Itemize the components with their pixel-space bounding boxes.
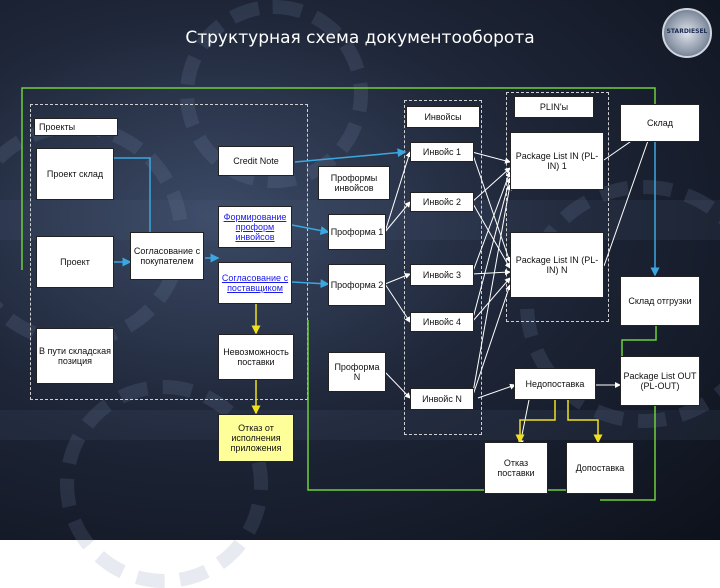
logo-emblem-icon: STARDIESEL: [662, 8, 712, 58]
proforma-2-box: Проформа 2: [328, 264, 386, 306]
package-list-in-n-box: Package List IN (PL-IN) N: [510, 232, 604, 298]
plins-label: PLIN'ы: [514, 96, 594, 118]
shipping-warehouse-box: Склад отгрузки: [620, 276, 700, 326]
invoice-4-box: Инвойс 4: [410, 312, 474, 332]
invoice-1-box: Инвойс 1: [410, 142, 474, 162]
region-invoices: [404, 100, 482, 435]
package-list-in-1-box: Package List IN (PL-IN) 1: [510, 132, 604, 190]
invoices-label: Инвойсы: [406, 106, 480, 128]
underdelivery-box: Недопоставка: [514, 368, 596, 400]
delivery-refusal-box: Отказ поставки: [484, 442, 548, 494]
invoice-2-box: Инвойс 2: [410, 192, 474, 212]
proforma-1-box: Проформа 1: [328, 214, 386, 250]
project-box: Проект: [36, 236, 114, 288]
proforma-n-box: Проформа N: [328, 352, 386, 392]
impossible-delivery-box: Невозможность поставки: [218, 334, 294, 380]
page-title: Структурная схема документооборота: [185, 28, 535, 48]
cyan-credit-line: [294, 148, 407, 163]
warehouse-box: Склад: [620, 104, 700, 142]
package-list-out-box: Package List OUT (PL-OUT): [620, 356, 700, 406]
additional-delivery-box: Допоставка: [566, 442, 634, 494]
green-loop-line: [21, 87, 660, 120]
cyan-form-line: [291, 224, 330, 235]
project-warehouse-box: Проект склад: [36, 148, 114, 200]
yellow-dopost-line: [567, 395, 603, 444]
refusal-execution-box: Отказ от исполнения приложения: [218, 414, 294, 462]
proforma-forming-box[interactable]: Формирование проформ инвойсов: [218, 206, 292, 248]
cyan-post-line: [291, 279, 330, 289]
buyer-approval-box: Согласование с покупателем: [130, 232, 204, 280]
invoice-n-box: Инвойс N: [410, 388, 474, 410]
invoice-3-box: Инвойс 3: [410, 264, 474, 286]
proforma-invoices-label: Проформы инвойсов: [318, 166, 390, 200]
green-plout-line: [600, 400, 656, 501]
yellow-nedo-line: [515, 395, 556, 444]
in-transit-box: В пути складская позиция: [36, 328, 114, 384]
projects-label: Проекты: [34, 118, 118, 136]
logo-text: STARDIESEL: [666, 28, 708, 35]
credit-note-box: Credit Note: [218, 146, 294, 176]
supplier-approval-box[interactable]: Согласование с поставщиком: [218, 262, 292, 304]
region-projects: [30, 104, 308, 400]
